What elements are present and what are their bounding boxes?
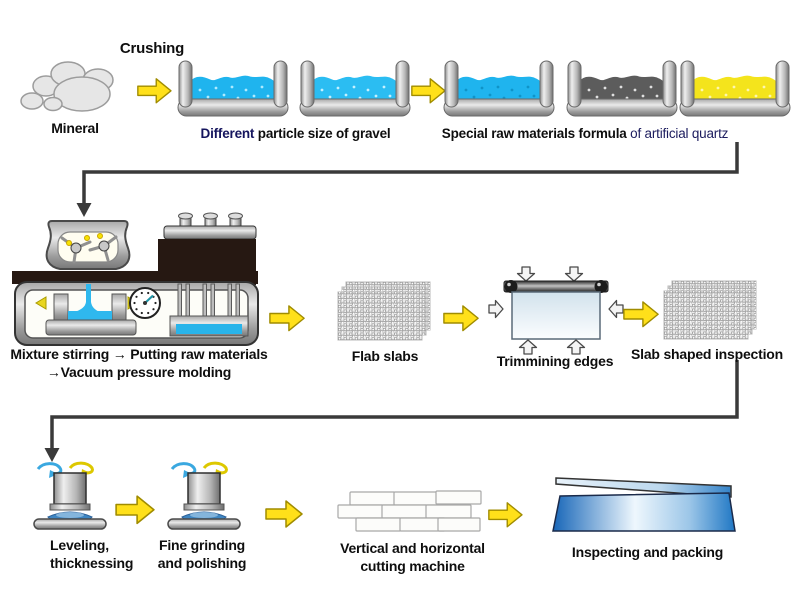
packing-slabs-icon xyxy=(552,477,736,532)
gravel-caption: Different particle size of gravel xyxy=(178,125,413,142)
formula-container-blue-icon xyxy=(443,60,555,117)
gravel-container-1-icon xyxy=(177,60,289,117)
leveling-machine-icon xyxy=(32,461,108,531)
formula-caption-rest: of artificial quartz xyxy=(626,126,729,141)
inspection-label: Slab shaped inspection xyxy=(631,346,783,362)
mixing-molding-machine-icon xyxy=(12,212,259,346)
formula-caption-bold: Special raw materials formula xyxy=(441,126,627,141)
formula-container-dark-icon xyxy=(566,60,678,117)
gravel-container-2-icon xyxy=(299,60,411,117)
gravel-caption-rest: particle size of gravel xyxy=(254,126,391,141)
grinding-machine-icon xyxy=(166,461,242,531)
leveling-label-line2: thicknessing xyxy=(50,555,134,571)
flab-label: Flab slabs xyxy=(351,348,419,364)
arrow-to-inspection-icon xyxy=(623,301,659,328)
grinding-label-line1: Fine grinding xyxy=(158,537,246,553)
mineral-label: Mineral xyxy=(51,120,99,136)
grinding-label-line2: and polishing xyxy=(157,555,247,571)
mixing-caption-line2: →Vacuum pressure molding xyxy=(46,364,232,380)
cutting-label-line2: cutting machine xyxy=(360,558,465,574)
arrow-to-grinding-icon xyxy=(115,495,155,525)
inspection-slab-icon xyxy=(663,280,757,340)
leveling-label-line1: Leveling, xyxy=(50,537,109,553)
arrow-to-cutting-icon xyxy=(265,500,303,528)
flab-slab-icon xyxy=(337,281,431,341)
connector-top-to-middle xyxy=(76,142,739,217)
trimming-station-icon xyxy=(488,266,624,355)
connector-middle-to-bottom xyxy=(44,360,739,462)
arrow-to-flab-icon xyxy=(269,305,305,332)
arrow-formula-icon xyxy=(411,78,446,104)
packing-label: Inspecting and packing xyxy=(571,544,724,560)
gravel-caption-highlight: Different xyxy=(200,126,255,141)
arrow-to-packing-icon xyxy=(488,502,523,528)
mineral-rocks-icon xyxy=(20,61,114,112)
arrow-to-trimming-icon xyxy=(443,305,479,332)
formula-caption: Special raw materials formula of artific… xyxy=(425,125,745,142)
formula-container-yellow-icon xyxy=(679,60,791,117)
cut-pieces-icon xyxy=(337,490,482,532)
cutting-label-line1: Vertical and horizontal xyxy=(340,540,485,556)
crushing-label: Crushing xyxy=(119,40,185,57)
arrow-crushing-icon xyxy=(137,78,172,104)
trimming-label: Trimmining edges xyxy=(496,353,614,369)
mixing-caption-line1: Mixture stirring → Putting raw materials xyxy=(10,346,268,362)
